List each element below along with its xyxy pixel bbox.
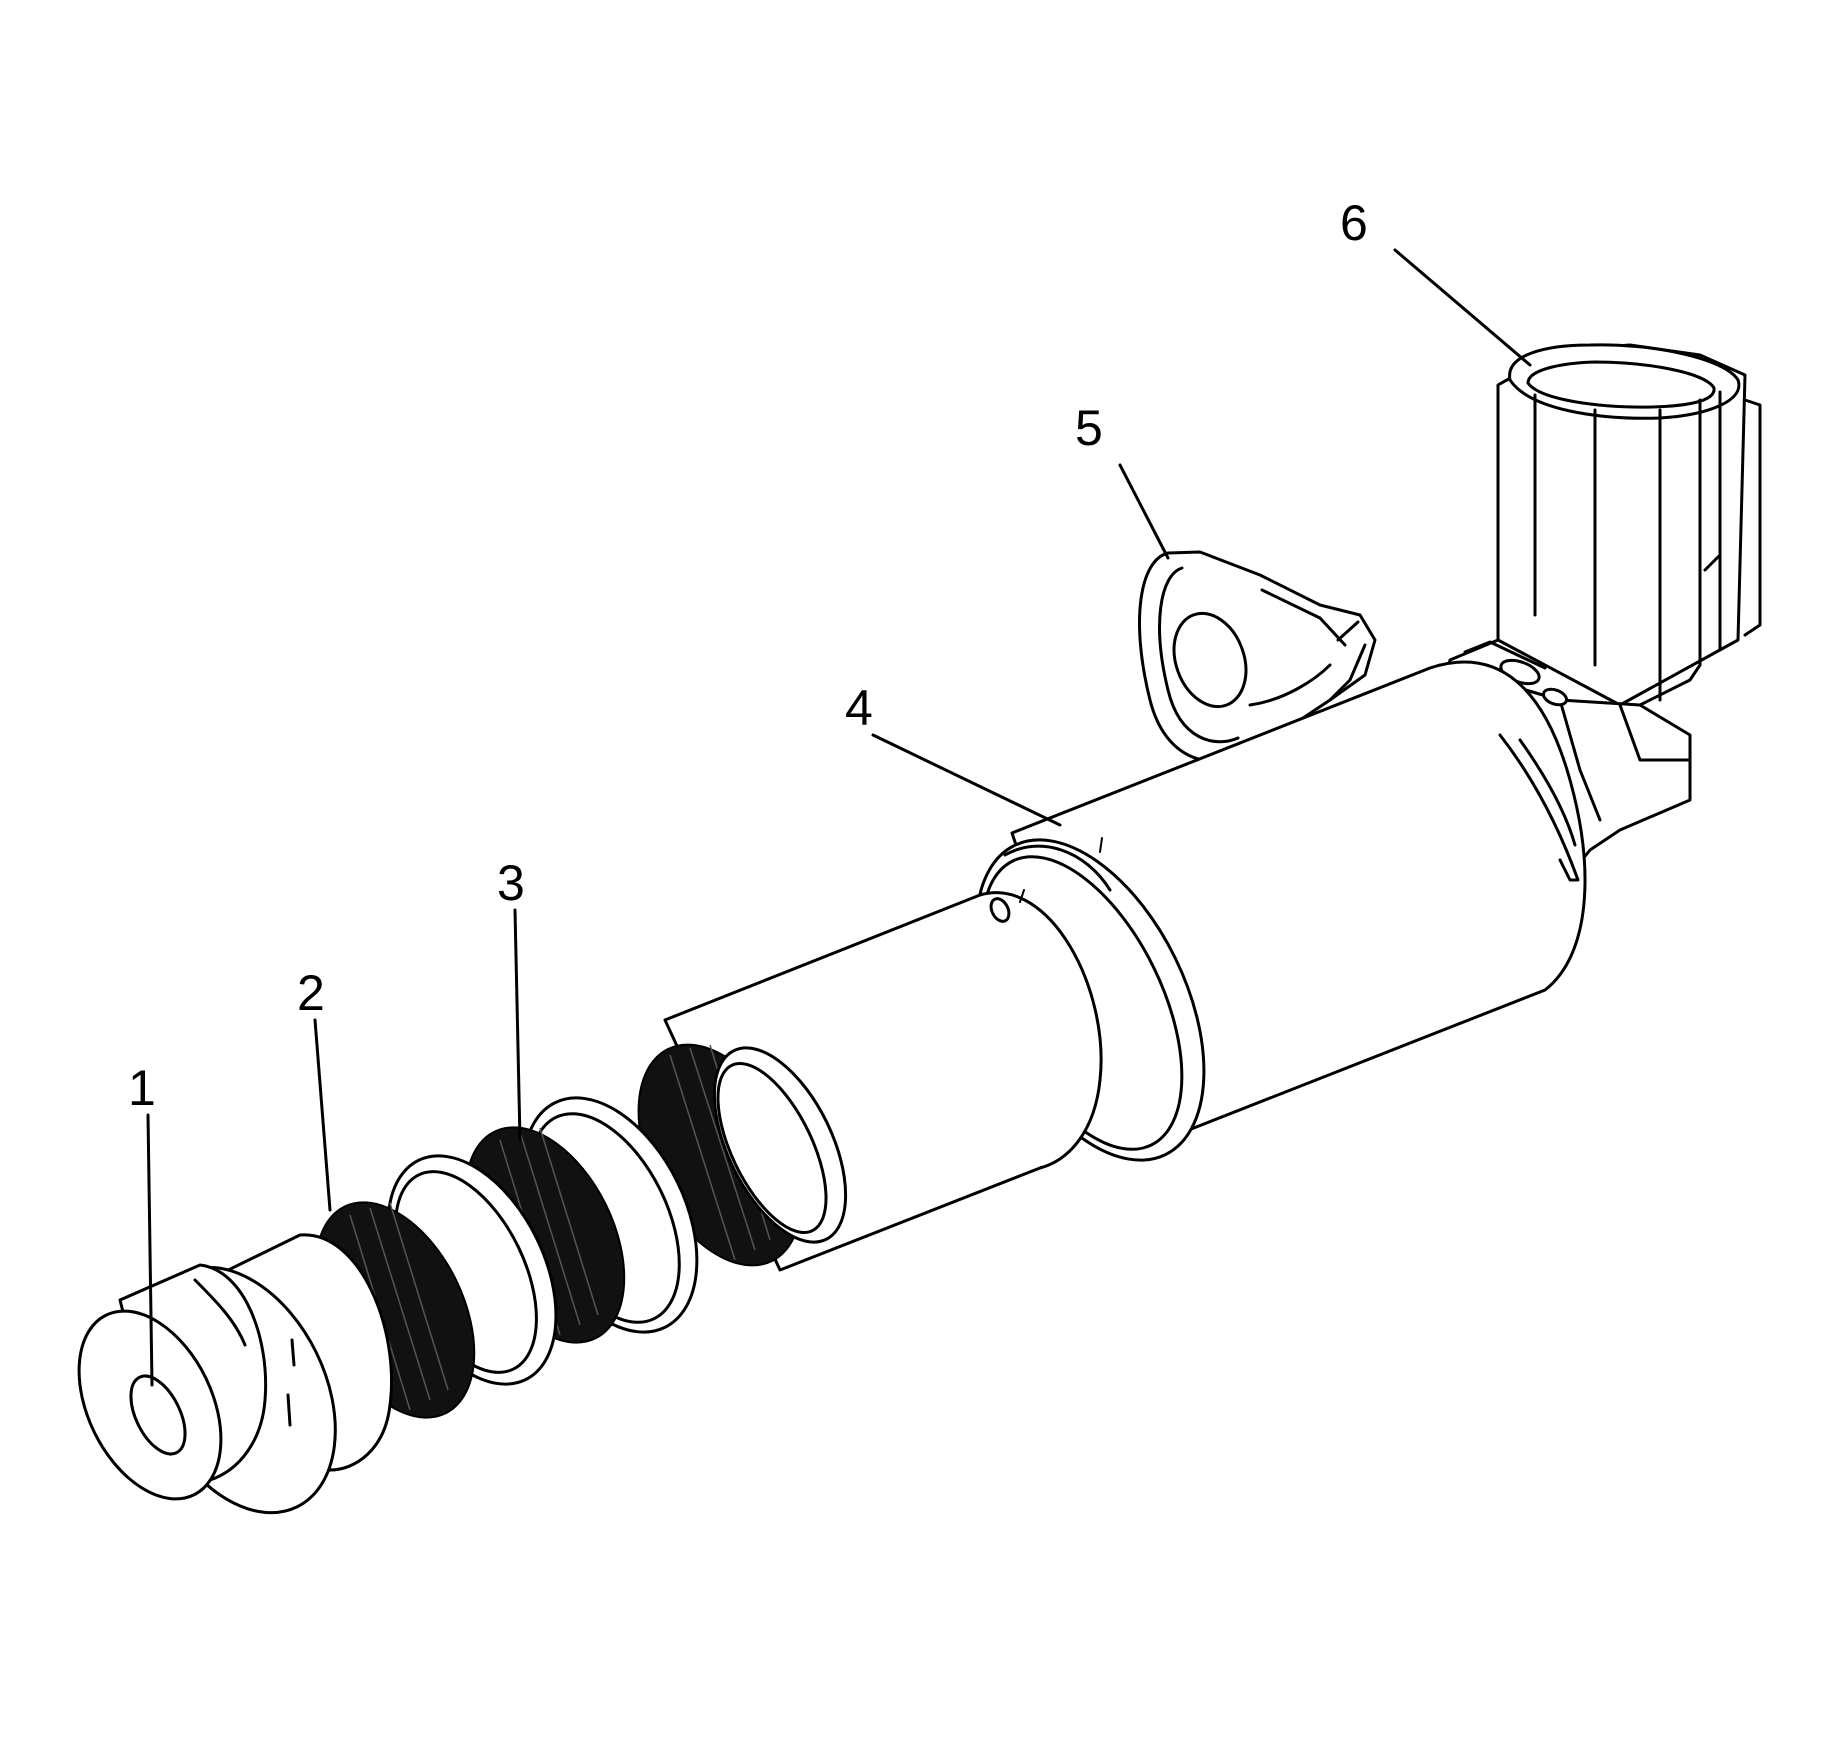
- callout-6: 6: [1340, 195, 1368, 251]
- callout-4: 4: [845, 680, 873, 736]
- mounting-bracket: [1138, 550, 1377, 763]
- leader-line-5: [1118, 463, 1170, 560]
- callout-3: 3: [497, 855, 525, 911]
- callout-2: 2: [297, 965, 325, 1021]
- callout-5: 5: [1075, 400, 1103, 456]
- leader-line-3: [513, 908, 522, 1142]
- leader-line-4: [871, 733, 1062, 827]
- leader-lines: [146, 248, 1532, 1387]
- leader-line-1: [146, 1113, 154, 1387]
- callout-labels: 1 2 3 4 5 6: [128, 195, 1368, 1116]
- leader-line-2: [313, 1018, 332, 1212]
- leader-line-6: [1393, 248, 1532, 367]
- callout-1: 1: [128, 1060, 156, 1116]
- inlet-port: [77, 1263, 268, 1501]
